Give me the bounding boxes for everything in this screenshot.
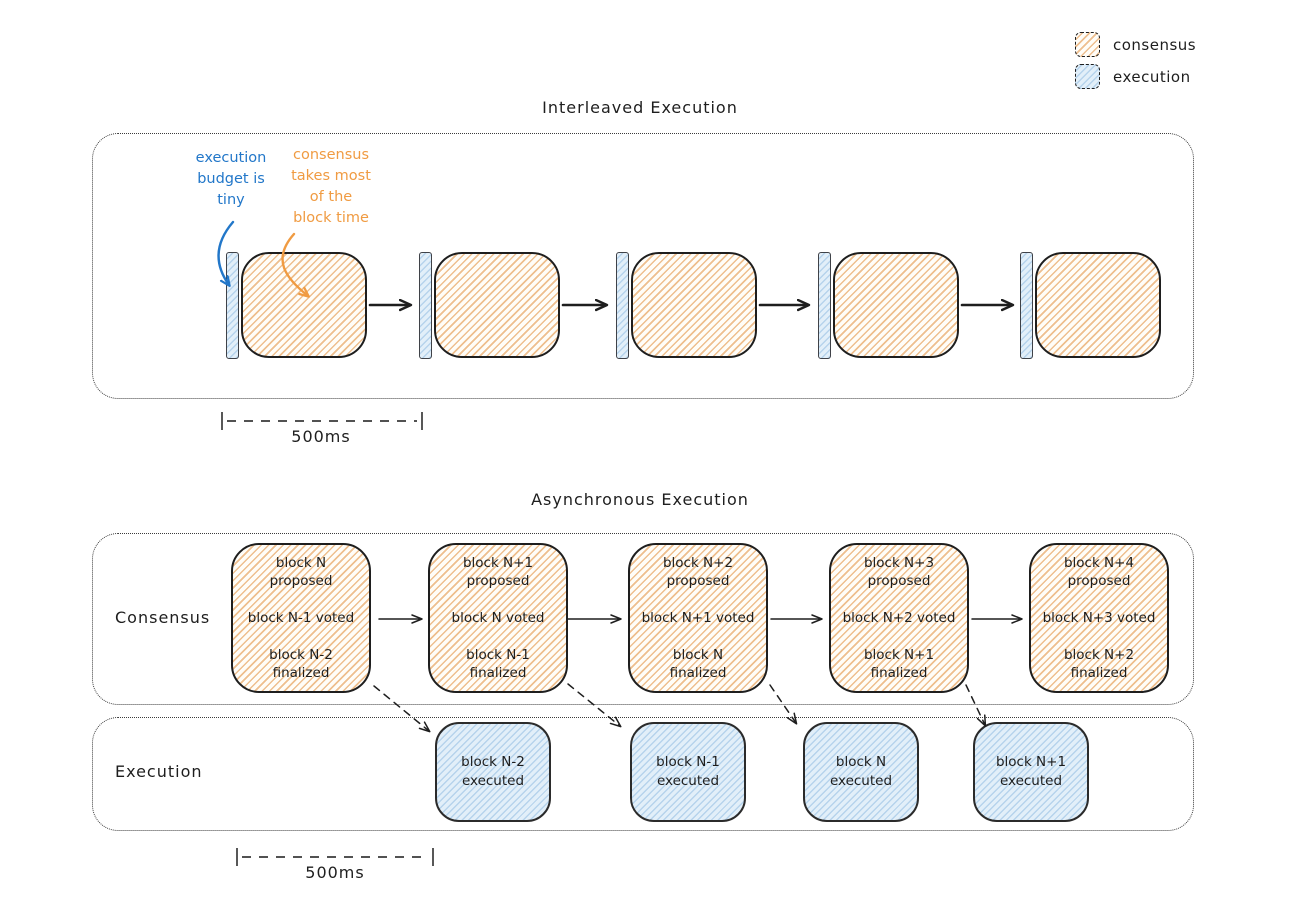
proposed-text: block N+1 proposed (462, 555, 534, 589)
finalize-to-execute-arrow-2 (567, 683, 622, 728)
consensus-row-label: Consensus (115, 608, 211, 627)
consensus-block-5 (1035, 252, 1161, 358)
legend-label-execution: execution (1113, 67, 1191, 86)
legend-item-consensus: consensus (1075, 32, 1196, 57)
interleaved-timescale-line (221, 412, 423, 430)
execution-bar-5 (1020, 252, 1033, 359)
consensus-block-3 (631, 252, 757, 358)
proposed-text: block N+3 proposed (863, 555, 935, 589)
async-execution-block-4: block N+1 executed (973, 722, 1089, 822)
executed-text: block N+1 executed (995, 754, 1067, 789)
async-timescale-label: 500ms (305, 863, 365, 882)
legend-item-execution: execution (1075, 64, 1196, 89)
voted-text: block N+3 voted (1042, 610, 1156, 626)
finalized-text: block N+1 finalized (863, 647, 935, 681)
executed-text: block N-1 executed (656, 754, 720, 789)
finalized-text: block N+2 finalized (1063, 647, 1135, 681)
execution-bar-2 (419, 252, 432, 359)
voted-text: block N+2 voted (842, 610, 956, 626)
async-execution-container (92, 717, 1194, 831)
consensus-block-1 (241, 252, 367, 358)
async-consensus-container (92, 533, 1194, 705)
finalize-to-execute-arrow-1 (373, 685, 431, 733)
voted-text: block N+1 voted (641, 610, 755, 626)
consensus-note-arrow (281, 232, 308, 296)
interleaved-container (92, 133, 1194, 399)
legend-label-consensus: consensus (1113, 35, 1197, 54)
execution-row-label: Execution (115, 762, 203, 781)
execution-budget-note: execution budget is tiny (195, 150, 267, 208)
consensus-time-note: consensus takes most of the block time (291, 147, 371, 226)
interleaved-title: Interleaved Execution (542, 98, 738, 117)
consensus-block-2 (434, 252, 560, 358)
voted-text: block N voted (451, 610, 545, 626)
interleaved-timescale-label: 500ms (291, 427, 351, 446)
execution-bar-4 (818, 252, 831, 359)
consensus-swatch-icon (1075, 32, 1100, 57)
proposed-text: block N proposed (269, 555, 333, 589)
finalized-text: block N finalized (669, 647, 727, 681)
async-consensus-block-3: block N+2 proposed block N+1 voted block… (628, 543, 768, 693)
async-timescale-line (236, 848, 434, 866)
proposed-text: block N+2 proposed (662, 555, 734, 589)
async-execution-block-2: block N-1 executed (630, 722, 746, 822)
asynchronous-title: Asynchronous Execution (531, 490, 749, 509)
executed-text: block N-2 executed (461, 754, 525, 789)
async-execution-block-1: block N-2 executed (435, 722, 551, 822)
async-consensus-block-1: block N proposed block N-1 voted block N… (231, 543, 371, 693)
proposed-text: block N+4 proposed (1063, 555, 1135, 589)
execution-swatch-icon (1075, 64, 1100, 89)
finalized-text: block N-1 finalized (466, 647, 530, 681)
consensus-block-4 (833, 252, 959, 358)
async-consensus-block-5: block N+4 proposed block N+3 voted block… (1029, 543, 1169, 693)
async-execution-block-3: block N executed (803, 722, 919, 822)
legend: consensus execution (1075, 32, 1196, 89)
async-consensus-block-2: block N+1 proposed block N voted block N… (428, 543, 568, 693)
execution-note-arrow (217, 220, 235, 285)
voted-text: block N-1 voted (247, 610, 355, 626)
finalize-to-execute-arrow-3 (769, 684, 798, 725)
execution-bar-3 (616, 252, 629, 359)
executed-text: block N executed (829, 754, 893, 789)
async-consensus-block-4: block N+3 proposed block N+2 voted block… (829, 543, 969, 693)
finalized-text: block N-2 finalized (269, 647, 333, 681)
finalize-to-execute-arrow-4 (965, 684, 987, 727)
